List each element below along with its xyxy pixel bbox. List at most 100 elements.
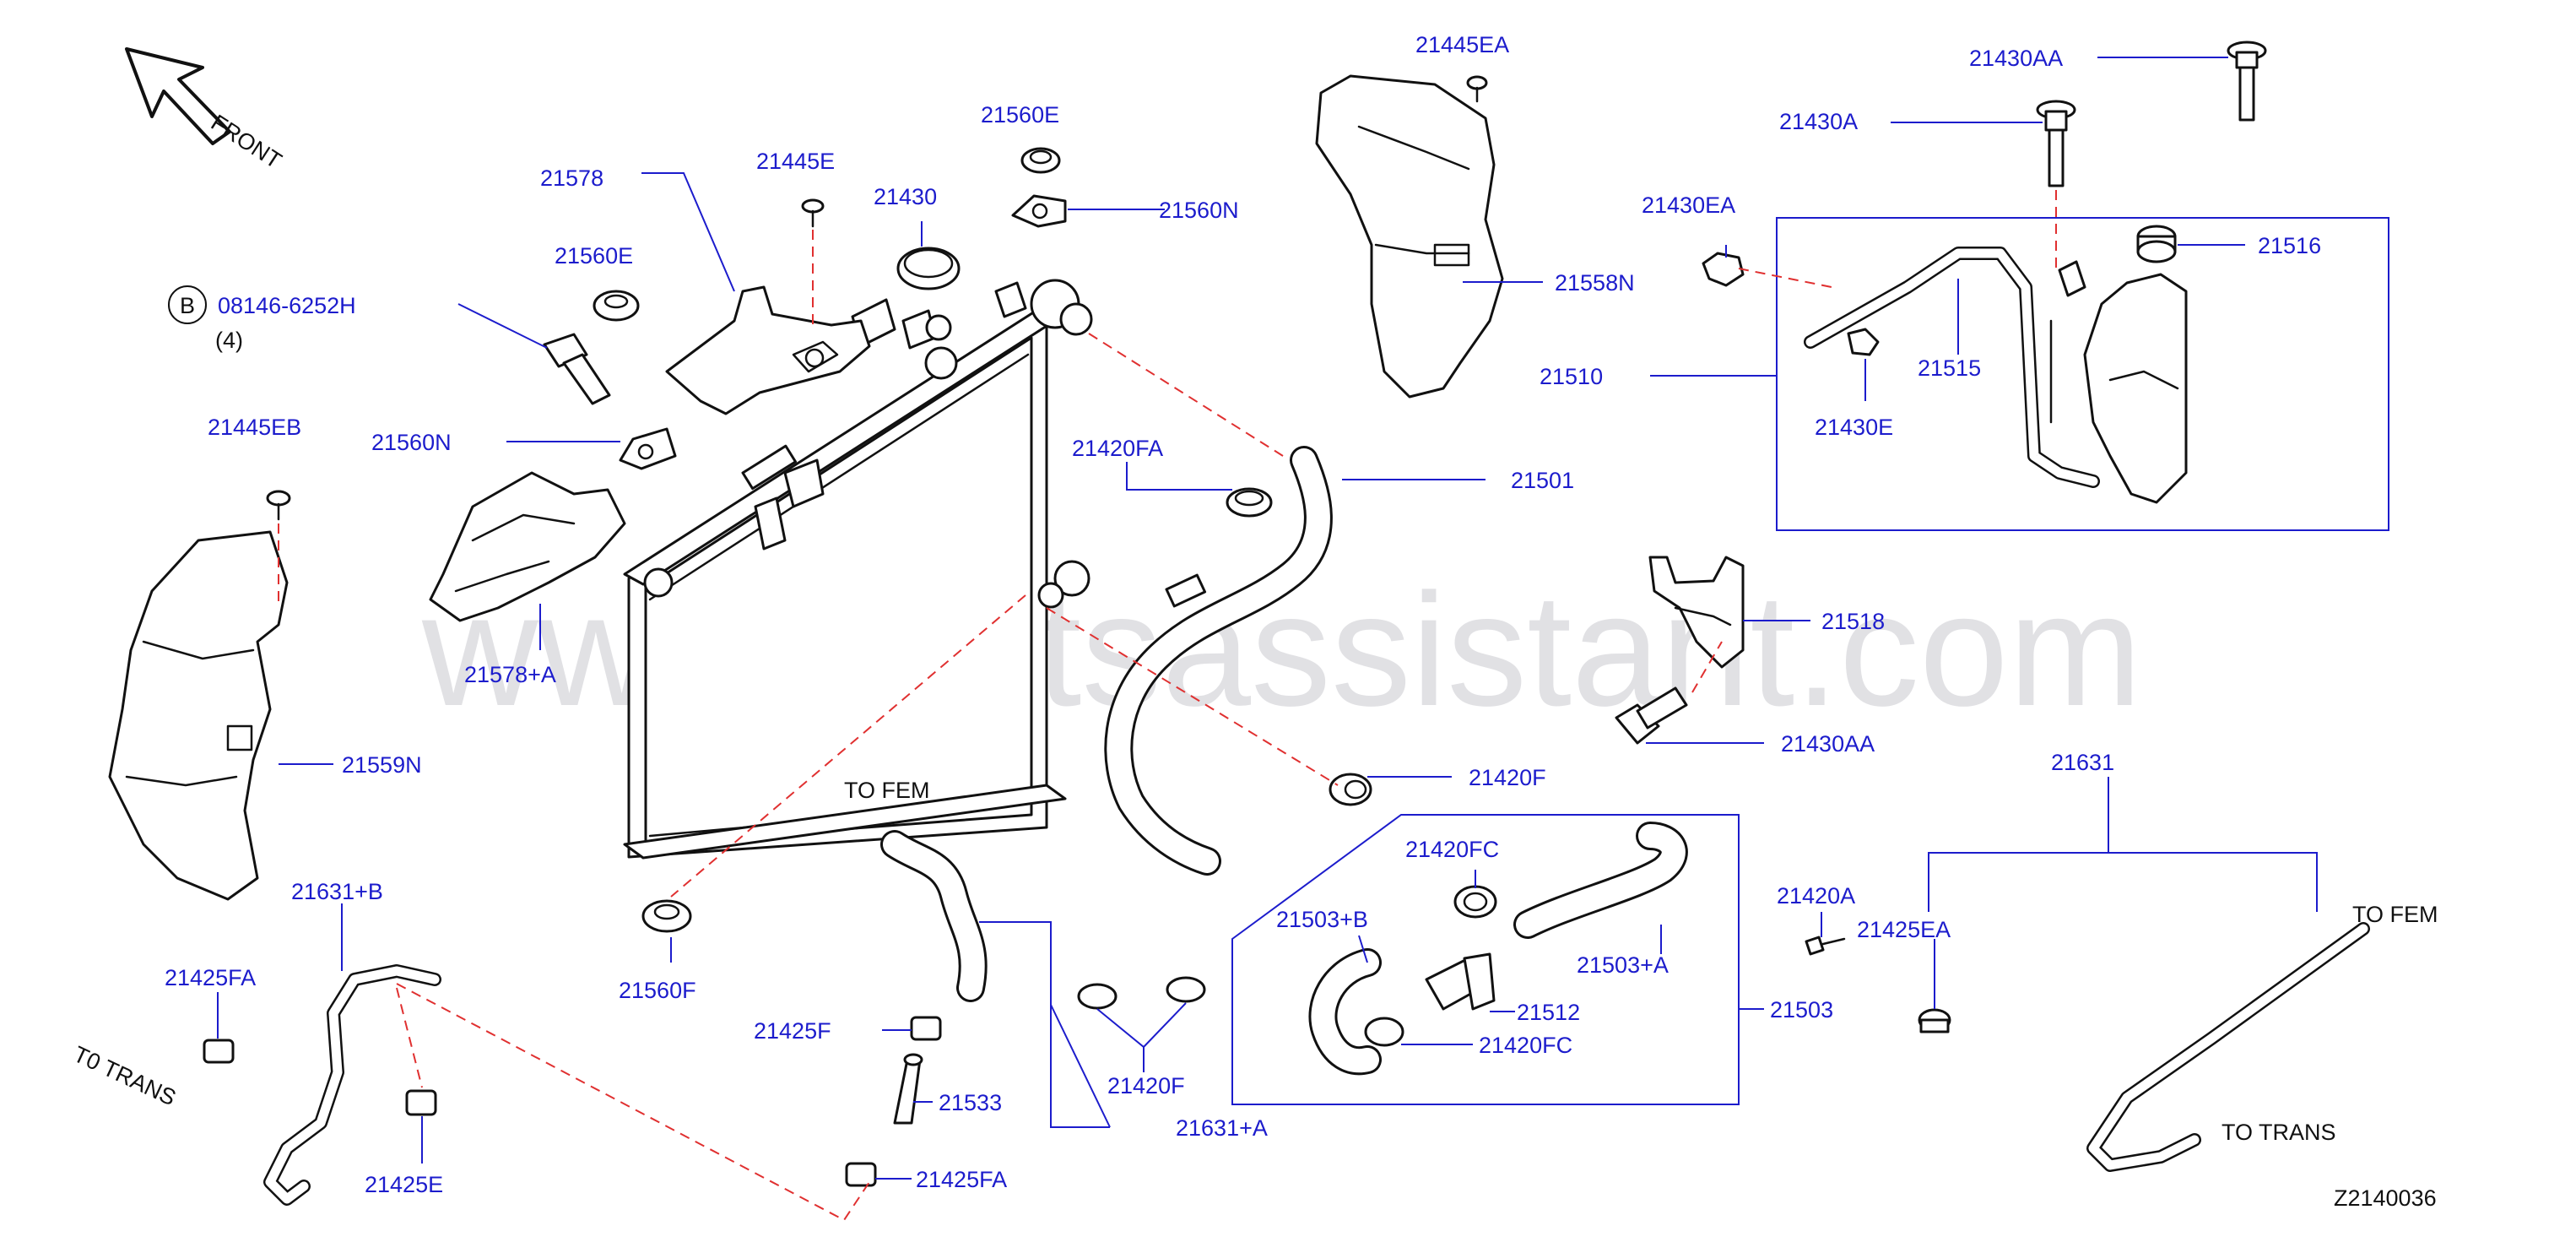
label-21533[interactable]: 21533 [939, 1090, 1002, 1115]
upper-hose-21501-drawing [1104, 446, 1333, 876]
note-to-trans-left: T0 TRANS [69, 1041, 180, 1110]
label-21515[interactable]: 21515 [1918, 355, 1981, 381]
clamp-21425E-drawing [405, 1089, 437, 1116]
label-21631[interactable]: 21631 [2051, 750, 2114, 775]
label-21512[interactable]: 21512 [1517, 1000, 1580, 1025]
label-21430AA-mid[interactable]: 21430AA [1781, 731, 1875, 757]
front-label: FRONT [207, 110, 286, 174]
bolt-b-qty: (4) [215, 328, 243, 353]
label-21430E[interactable]: 21430E [1815, 415, 1893, 440]
label-21558N[interactable]: 21558N [1555, 270, 1635, 296]
label-21420FC-bot[interactable]: 21420FC [1479, 1033, 1572, 1058]
label-21425EA[interactable]: 21425EA [1857, 917, 1951, 942]
label-21420A[interactable]: 21420A [1777, 883, 1855, 909]
bolt-08146-drawing [543, 333, 611, 405]
pipe-21533-drawing [893, 1053, 923, 1125]
label-21578A[interactable]: 21578+A [464, 662, 556, 687]
label-21501[interactable]: 21501 [1511, 468, 1574, 493]
bolt-21430AA-mid-drawing [1615, 686, 1688, 745]
grommet-21560E-top-drawing [1020, 147, 1061, 174]
clip-21425EA-drawing [1918, 1008, 1951, 1033]
clamp-21425F-drawing [910, 1016, 942, 1041]
front-arrow-icon [125, 47, 231, 145]
label-21430A[interactable]: 21430A [1779, 109, 1858, 134]
bracket-21560N-left-drawing [619, 427, 677, 470]
clamp-21420F-mid-drawing [1329, 773, 1372, 806]
lower-hose-group-box [1231, 814, 1740, 1105]
label-21430EA[interactable]: 21430EA [1642, 193, 1735, 218]
bracket-21560N-top-drawing [1011, 194, 1067, 228]
label-21420F-mid[interactable]: 21420F [1469, 765, 1546, 790]
clamp-21425FA-bot-drawing [845, 1162, 877, 1187]
reservoir-group-box [1776, 217, 2389, 531]
label-08146-6252H[interactable]: 08146-6252H [218, 293, 356, 318]
clamp-21420F-bot-drawing [1077, 976, 1206, 1010]
bolt-21430AA-top-drawing [2227, 41, 2267, 122]
grommet-21560F-drawing [641, 899, 692, 933]
clamp-21425FA-left-drawing [203, 1039, 235, 1064]
bolt-b-letter: B [180, 293, 195, 318]
clip-21445E-drawing [801, 198, 825, 228]
label-21510[interactable]: 21510 [1540, 364, 1603, 389]
label-21560N-left[interactable]: 21560N [371, 430, 452, 455]
hose-21503B-drawing [1308, 948, 1382, 1076]
label-21420F-bot[interactable]: 21420F [1107, 1073, 1185, 1098]
note-to-trans-right: TO TRANS [2222, 1120, 2336, 1145]
label-leader-lines [217, 57, 2318, 1180]
label-21560E-left[interactable]: 21560E [555, 243, 633, 268]
label-21559N[interactable]: 21559N [342, 752, 422, 778]
label-21503B[interactable]: 21503+B [1276, 907, 1368, 932]
hose-21631B-drawing [263, 964, 441, 1206]
reservoir-cap-21516-drawing [2136, 225, 2177, 263]
label-21430[interactable]: 21430 [874, 184, 937, 209]
radiator-cap-drawing [896, 247, 961, 290]
label-21425FA-bot[interactable]: 21425FA [916, 1167, 1007, 1192]
label-21445EA-top[interactable]: 21445EA [1415, 32, 1509, 57]
note-to-fem-right: TO FEM [2352, 902, 2438, 927]
air-guide-21559N-drawing [108, 530, 289, 901]
diagram-id: Z2140036 [2334, 1185, 2437, 1211]
clip-21430EA-drawing [1702, 252, 1745, 287]
label-21445E[interactable]: 21445E [756, 149, 835, 174]
label-21503A[interactable]: 21503+A [1577, 952, 1669, 978]
label-21503[interactable]: 21503 [1770, 997, 1833, 1022]
hose-21631-drawing [2086, 922, 2370, 1172]
bolt-b-circle [168, 285, 207, 324]
note-to-fem-center: TO FEM [844, 778, 930, 803]
label-21578[interactable]: 21578 [540, 165, 603, 191]
label-21560F[interactable]: 21560F [619, 978, 696, 1003]
reservoir-tank-drawing [1804, 247, 2188, 504]
clamp-21420FC-top-drawing [1453, 885, 1497, 919]
label-21425E[interactable]: 21425E [365, 1172, 443, 1197]
bracket-21518-drawing [1648, 556, 1745, 669]
label-21430AA-top[interactable]: 21430AA [1969, 46, 2063, 71]
label-21518[interactable]: 21518 [1821, 609, 1885, 634]
label-21560N-top[interactable]: 21560N [1159, 198, 1239, 223]
clip-21445EB-drawing [266, 490, 291, 521]
label-21560E-top[interactable]: 21560E [981, 102, 1059, 127]
air-guide-21578A-drawing [429, 471, 626, 622]
screw-21420A-drawing [1805, 936, 1846, 956]
upper-bracket-21578-drawing [665, 285, 871, 415]
clip-21430E-drawing [1847, 328, 1880, 356]
clip-21445EA-top-drawing [1466, 75, 1488, 103]
grommet-21560E-left-drawing [593, 290, 640, 322]
label-21631A[interactable]: 21631+A [1176, 1115, 1268, 1141]
bolt-21430A-drawing [2036, 100, 2076, 187]
hose-21503A-drawing [1513, 822, 1688, 939]
air-guide-21558N-drawing [1315, 74, 1504, 399]
label-21420FC-top[interactable]: 21420FC [1405, 837, 1499, 862]
clamp-21420FA-drawing [1226, 487, 1273, 518]
radiator-core-drawing [623, 279, 1093, 860]
clamp-21420FC-bot-drawing [1364, 1017, 1404, 1047]
pipe-21512-drawing [1425, 952, 1496, 1011]
dashed-alignment-lines [278, 190, 2057, 1222]
label-21425F[interactable]: 21425F [754, 1018, 831, 1044]
label-21420FA[interactable]: 21420FA [1072, 436, 1163, 461]
hose-21631A-drawing [880, 830, 988, 1002]
label-21425FA-left[interactable]: 21425FA [165, 965, 256, 990]
label-21445EB[interactable]: 21445EB [208, 415, 301, 440]
label-21631B[interactable]: 21631+B [291, 879, 383, 904]
label-21516[interactable]: 21516 [2258, 233, 2321, 258]
